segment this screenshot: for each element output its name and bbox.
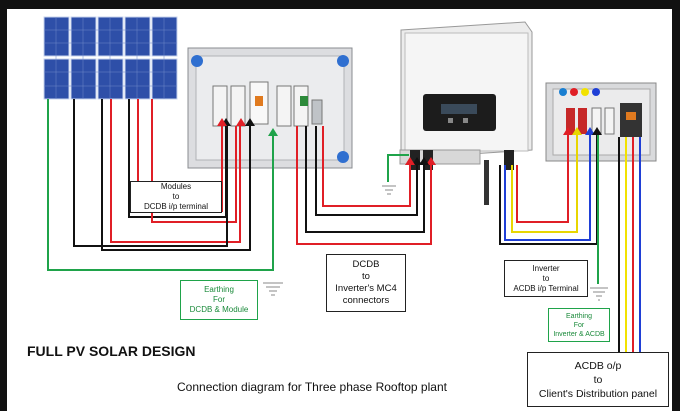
earth-symbol-dcdb bbox=[263, 282, 283, 296]
earthing-dcdb-label: Earthing For DCDB & Module bbox=[180, 280, 258, 320]
inverter-earthing-wire bbox=[387, 154, 409, 182]
inverter-to-acdb-label: Inverter to ACDB i/p Terminal bbox=[504, 260, 588, 297]
diagram-subtitle: Connection diagram for Three phase Rooft… bbox=[177, 380, 447, 394]
dcdb-enclosure bbox=[187, 47, 353, 169]
top-border bbox=[0, 0, 680, 9]
dcdb-to-inverter-label: DCDB to Inverter's MC4 connectors bbox=[326, 254, 406, 312]
acdb-output-wires bbox=[618, 137, 641, 352]
earthing-wire-dcdb bbox=[47, 99, 274, 271]
solar-panel-array bbox=[43, 16, 178, 100]
acdb-output-label: ACDB o/p to Client's Distribution panel bbox=[527, 352, 669, 407]
dcdb-to-inverter-wires bbox=[296, 126, 432, 245]
inverter-unit bbox=[399, 21, 533, 205]
right-border bbox=[672, 0, 680, 411]
acdb-enclosure bbox=[545, 82, 657, 162]
diagram-title: FULL PV SOLAR DESIGN bbox=[27, 343, 196, 359]
earth-symbol-acdb bbox=[590, 287, 608, 301]
earthing-inverter-label: Earthing For Inverter & ACDB bbox=[548, 308, 610, 342]
modules-to-dcdb-label: Modules to DCDB i/p terminal bbox=[130, 181, 222, 213]
earth-symbol-inverter bbox=[382, 185, 396, 195]
left-border bbox=[0, 0, 7, 411]
